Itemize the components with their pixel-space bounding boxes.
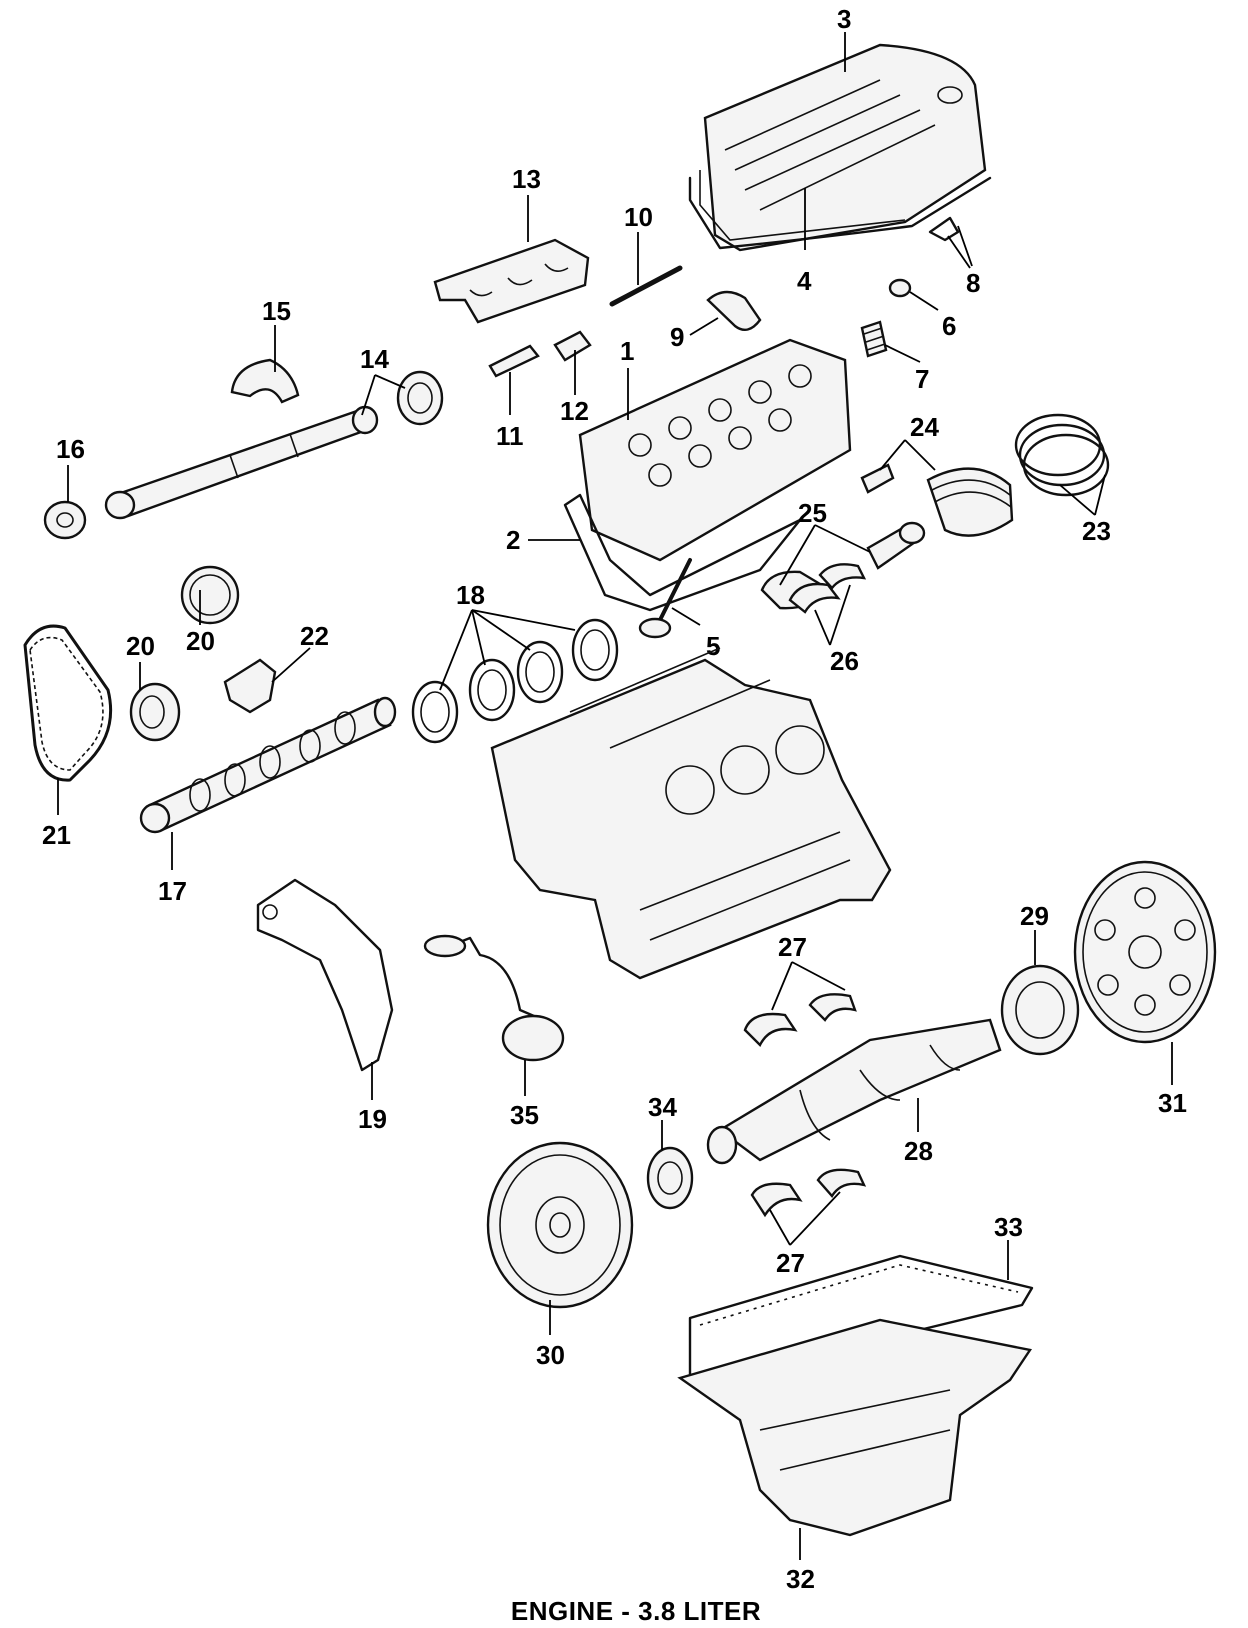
- callout-1: 1: [620, 336, 634, 366]
- camshaft-sprocket: [180, 565, 240, 625]
- valve-lifter: [488, 344, 540, 378]
- callout-3: 3: [837, 4, 851, 34]
- callout-23: 23: [1082, 516, 1111, 546]
- callout-33: 33: [994, 1212, 1023, 1242]
- crankshaft-sprocket: [129, 682, 181, 742]
- callout-18: 18: [456, 580, 485, 610]
- callout-29: 29: [1020, 901, 1049, 931]
- callout-30: 30: [536, 1340, 565, 1370]
- callout-2: 2: [506, 525, 520, 555]
- callout-13: 13: [512, 164, 541, 194]
- valve-cover: [699, 43, 987, 252]
- balance-shaft-gear: [43, 500, 87, 540]
- balance-shaft-bearing: [396, 370, 444, 426]
- callout-19: 19: [358, 1104, 387, 1134]
- main-bearings-upper: [743, 993, 857, 1048]
- valve-cover-gasket: [688, 176, 992, 250]
- diagram-title: ENGINE - 3.8 LITER: [511, 1596, 761, 1626]
- piston-pin: [860, 463, 895, 494]
- callout-11: 11: [496, 421, 524, 451]
- camshaft: [139, 696, 397, 834]
- camshaft-bearings: [411, 618, 619, 744]
- piston-rings: [1014, 413, 1110, 497]
- dipstick-clip: [928, 216, 960, 242]
- rod-bearings: [788, 563, 867, 614]
- rocker-supports: [433, 238, 590, 324]
- lifter-guide: [553, 330, 592, 362]
- callout-17: 17: [158, 876, 187, 906]
- callout-20-upper: 20: [186, 626, 215, 656]
- timing-chain-damper: [223, 658, 277, 714]
- main-bearings-lower: [750, 1168, 867, 1218]
- callout-28: 28: [904, 1136, 933, 1166]
- callout-26: 26: [830, 646, 859, 676]
- timing-chain: [23, 624, 113, 782]
- crankshaft: [706, 1018, 1002, 1165]
- callout-7: 7: [915, 364, 929, 394]
- callout-27-upper: 27: [778, 932, 807, 962]
- pushrod: [609, 265, 683, 307]
- oil-pan: [677, 1318, 1032, 1537]
- callout-9: 9: [670, 322, 684, 352]
- callout-20-lower: 20: [126, 631, 155, 661]
- callout-14: 14: [360, 344, 389, 374]
- callout-35: 35: [510, 1100, 539, 1130]
- flexplate: [1073, 860, 1217, 1044]
- rocker-arm: [706, 290, 762, 332]
- callout-10: 10: [624, 202, 653, 232]
- front-crankshaft-seal: [646, 1146, 694, 1210]
- oil-pump-pickup: [423, 934, 565, 1062]
- cylinder-head: [578, 338, 852, 562]
- callout-21: 21: [42, 820, 71, 850]
- harmonic-balancer: [486, 1141, 634, 1309]
- callout-6: 6: [942, 311, 956, 341]
- oil-fill-cap: [888, 278, 912, 298]
- valve-spring: [860, 320, 888, 358]
- valve: [638, 558, 692, 639]
- callout-31: 31: [1158, 1088, 1187, 1118]
- callout-27-lower: 27: [776, 1248, 805, 1278]
- callout-22: 22: [300, 621, 329, 651]
- piston: [926, 467, 1014, 537]
- rear-main-seal: [1000, 964, 1080, 1056]
- callout-16: 16: [56, 434, 85, 464]
- front-cover-gasket: [256, 878, 394, 1072]
- callout-4: 4: [797, 266, 812, 296]
- callout-12: 12: [560, 396, 589, 426]
- callout-15: 15: [262, 296, 291, 326]
- callout-32: 32: [786, 1564, 815, 1594]
- head-gasket: [563, 493, 802, 612]
- callout-5: 5: [706, 631, 720, 661]
- engine-block: [490, 647, 892, 980]
- balance-shaft-retainer: [230, 358, 300, 404]
- callout-34: 34: [648, 1092, 677, 1122]
- callout-8: 8: [966, 268, 980, 298]
- balance-shaft: [104, 405, 379, 520]
- callout-24: 24: [910, 412, 939, 442]
- callout-25: 25: [798, 498, 827, 528]
